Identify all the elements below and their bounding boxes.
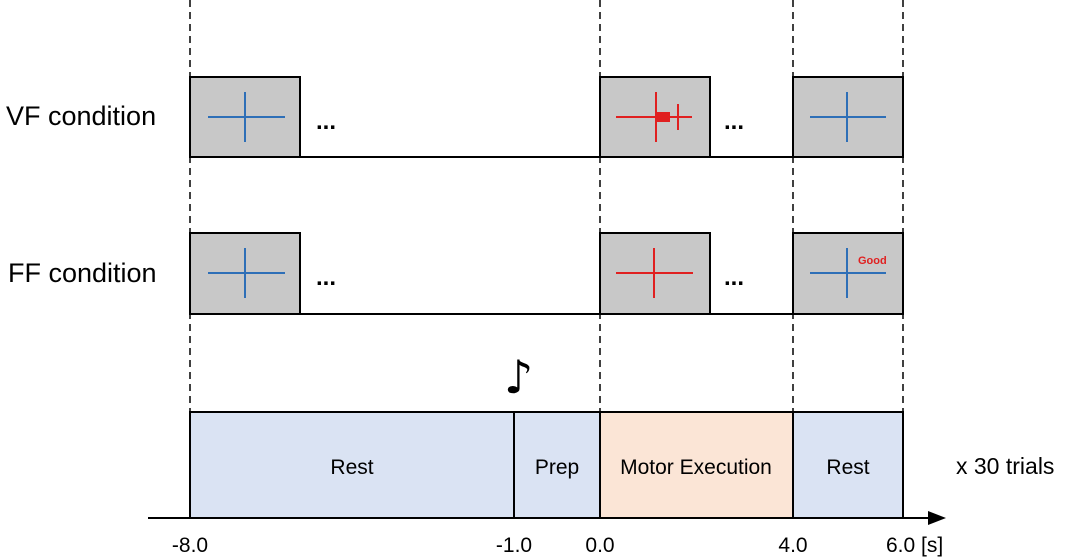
- vf-condition-label: VF condition: [6, 101, 156, 131]
- fixation-cross-icon: [208, 248, 285, 298]
- phase-prep-label: Prep: [535, 456, 579, 479]
- axis-tick-label: 0.0: [585, 534, 614, 557]
- fixation-cross-icon: [208, 92, 285, 142]
- axis-tick-label: -1.0: [496, 534, 532, 557]
- red-fixation-cross-icon: [616, 248, 693, 298]
- ff-ellipsis-1: ...: [316, 264, 336, 291]
- phase-rest-end: [792, 411, 904, 519]
- ff-ellipsis-2: ...: [724, 264, 744, 291]
- axis-tick-label: -8.0: [172, 534, 208, 557]
- vf-condition-row: VF condition ... ...: [6, 76, 904, 158]
- phase-motor-execution: [599, 411, 794, 519]
- ff-condition-row: FF condition ... ... Good: [8, 232, 904, 315]
- vf-ellipsis-1: ...: [316, 108, 336, 135]
- fixation-cross-icon: [810, 248, 886, 298]
- visual-feedback-cursor-icon: [616, 92, 692, 142]
- axis-tick-label: 6.0 [s]: [886, 534, 943, 557]
- axis-tick-label: 4.0: [778, 534, 807, 557]
- vf-ellipsis-2: ...: [724, 108, 744, 135]
- feedback-good-text: Good: [858, 255, 887, 267]
- time-axis: -8.0 -1.0 0.0 4.0 6.0 [s]: [148, 511, 946, 557]
- music-note-icon: ♪: [504, 350, 533, 404]
- fixation-cross-icon: [810, 92, 886, 142]
- ff-condition-label: FF condition: [8, 258, 157, 288]
- phase-rest-end-label: Rest: [826, 456, 869, 479]
- repeat-label: x 30 trials: [956, 453, 1054, 479]
- phase-motor-execution-label: Motor Execution: [620, 456, 772, 479]
- time-axis-arrowhead: [928, 511, 946, 525]
- time-guides: [189, 0, 904, 412]
- phase-rest-label: Rest: [330, 456, 373, 479]
- phase-bar: Rest Prep Motor Execution Rest: [189, 411, 904, 519]
